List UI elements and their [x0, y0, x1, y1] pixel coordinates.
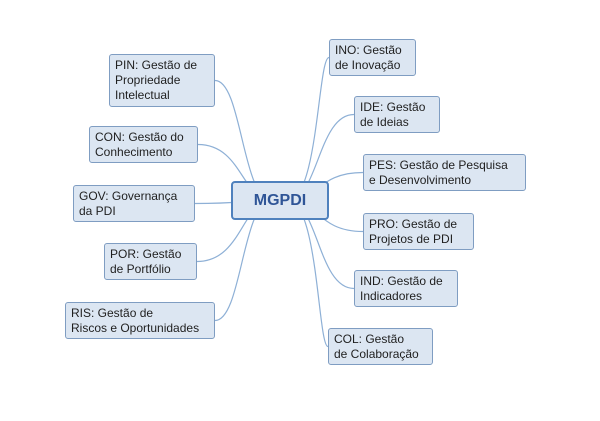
topic-pro: PRO: Gestão de Projetos de PDI	[363, 213, 474, 250]
central-topic: MGPDI	[231, 181, 329, 220]
topic-con: CON: Gestão do Conhecimento	[89, 126, 198, 163]
connector-line-ino	[287, 56, 330, 202]
topic-col: COL: Gestão de Colaboração	[328, 328, 433, 365]
topic-ris: RIS: Gestão de Riscos e Oportunidades	[65, 302, 215, 339]
topic-gov: GOV: Governança da PDI	[73, 185, 195, 222]
topic-pin: PIN: Gestão de Propriedade Intelectual	[109, 54, 215, 107]
topic-ind: IND: Gestão de Indicadores	[354, 270, 458, 307]
topic-ide: IDE: Gestão de Ideias	[354, 96, 440, 133]
topic-por: POR: Gestão de Portfólio	[104, 243, 197, 280]
topic-pes: PES: Gestão de Pesquisa e Desenvolviment…	[363, 154, 526, 191]
topic-ino: INO: Gestão de Inovação	[329, 39, 416, 76]
connector-line-col	[287, 199, 329, 348]
